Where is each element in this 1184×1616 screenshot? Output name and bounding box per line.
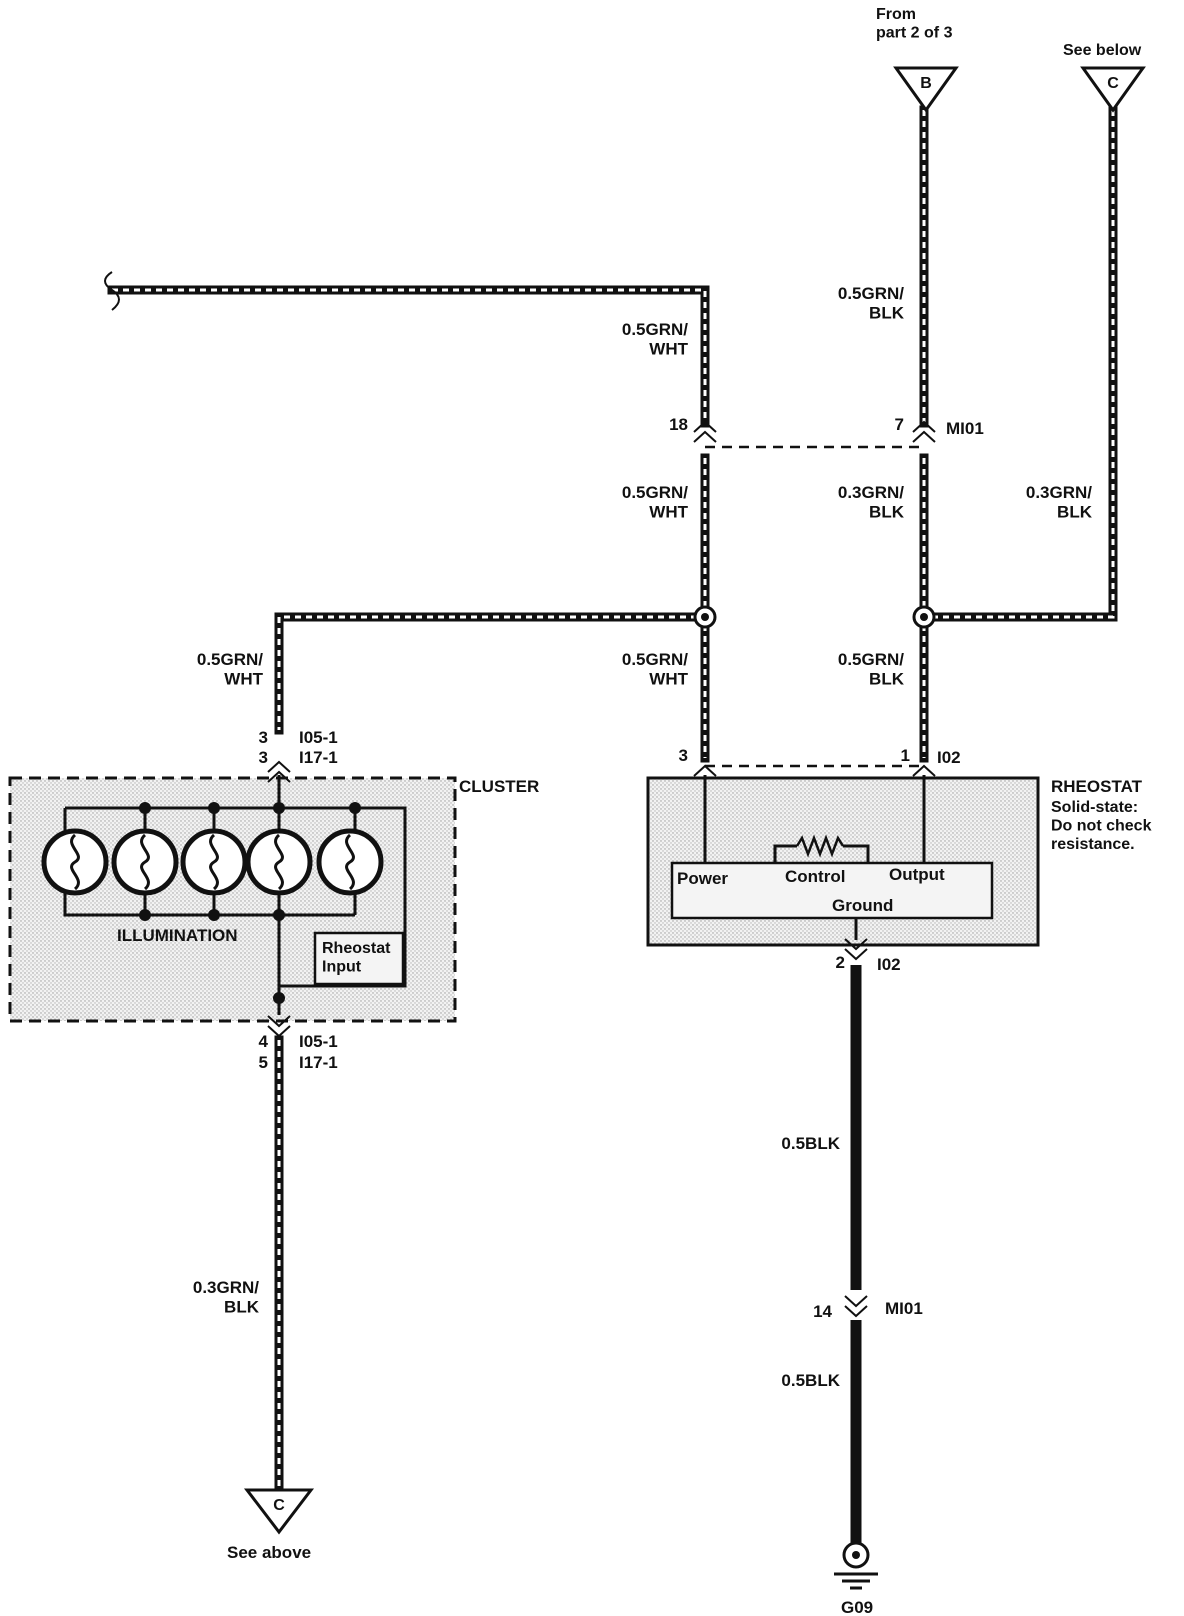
- connector-label-rheo-bottom: I02: [877, 955, 901, 974]
- pin-cluster-in-a: 3: [259, 728, 268, 747]
- connector-b-icon: B: [893, 66, 959, 113]
- pin-mi01-14: 14: [813, 1302, 832, 1321]
- connector-label-rheo-top: I02: [937, 748, 961, 767]
- splice-left-icon: [693, 605, 717, 629]
- cluster-illumination-label: ILLUMINATION: [117, 926, 238, 945]
- cluster-box: [8, 776, 457, 1023]
- wire-label-splice-left-to-rheostat: 0.5GRN/WHT: [622, 650, 689, 689]
- pin-cluster-out-a: 4: [259, 1032, 269, 1051]
- pin-mi01-7: 7: [895, 415, 904, 434]
- bulb-4-icon: [245, 828, 313, 896]
- wire-label-splice-left-to-cluster: 0.5GRN/WHT: [197, 650, 264, 689]
- bulb-1-icon: [41, 828, 109, 896]
- connector-c-bottom-note: See above: [227, 1543, 311, 1562]
- pin-cluster-out-b: 5: [259, 1053, 268, 1072]
- rheostat-input-box: [313, 931, 405, 986]
- bulb-5-icon: [316, 828, 384, 896]
- wire-label-splice-right-to-rheostat: 0.5GRN/BLK: [838, 650, 905, 689]
- rheostat-internals: [670, 775, 994, 940]
- connector-label-cluster-out-a: I05-1: [299, 1032, 338, 1051]
- rheostat-control-label: Control: [785, 867, 845, 886]
- wire-label-b-lower: 0.3GRN/BLK: [838, 483, 905, 522]
- illumination-bulbs: [41, 828, 384, 896]
- connector-cluster-out-icon: [267, 1015, 291, 1038]
- wire-label-b-upper: 0.5GRN/BLK: [838, 284, 905, 323]
- rheostat-output-label: Output: [889, 865, 945, 884]
- pin-cluster-in-b: 3: [259, 748, 268, 767]
- connector-label-mi01-bottom: MI01: [885, 1299, 923, 1318]
- pin-rheo-2: 2: [836, 953, 845, 972]
- rheostat-title: RHEOSTAT: [1051, 777, 1143, 796]
- connector-c-bottom-letter: C: [273, 1497, 285, 1514]
- wire-label-c-right: 0.3GRN/BLK: [1026, 483, 1093, 522]
- bulb-3-icon: [180, 828, 248, 896]
- splice-right-icon: [912, 605, 936, 629]
- pin-rheo-3: 3: [679, 746, 688, 765]
- wire-label-ground-lower: 0.5BLK: [781, 1371, 840, 1390]
- connector-c-top-letter: C: [1107, 75, 1119, 92]
- connector-cluster-in-icon: [267, 760, 291, 783]
- connector-rheo-2-icon: [844, 938, 868, 961]
- connector-b-letter: B: [920, 75, 932, 92]
- connector-rheo-3-icon: [693, 764, 717, 777]
- connector-mi01-14-icon: [844, 1295, 868, 1318]
- cluster-junction-dots: [139, 802, 361, 1004]
- ground-label: G09: [841, 1598, 873, 1616]
- wire-label-top-left-lower: 0.5GRN/WHT: [622, 483, 689, 522]
- connector-c-top-icon: C: [1080, 66, 1146, 113]
- connector-c-bottom-icon: C: [243, 1488, 315, 1535]
- ground-icon: [834, 1541, 878, 1590]
- rheostat-ground-label: Ground: [832, 896, 893, 915]
- connector-label-cluster-in-a: I05-1: [299, 728, 338, 747]
- pin-rheo-1: 1: [901, 746, 910, 765]
- connector-label-cluster-out-b: I17-1: [299, 1053, 338, 1072]
- connector-mi01-18-icon: [693, 420, 717, 443]
- wire-splice-left-to-cluster: [274, 612, 702, 735]
- wire-c-right: [927, 105, 1118, 622]
- wire-label-cluster-out: 0.3GRN/BLK: [193, 1278, 260, 1317]
- connector-mi01-7-icon: [912, 420, 936, 443]
- pin-mi01-18: 18: [669, 415, 688, 434]
- connector-c-top-note: See below: [1063, 42, 1142, 59]
- connector-label-cluster-in-b: I17-1: [299, 748, 338, 767]
- bulb-2-icon: [111, 828, 179, 896]
- wire-label-ground-upper: 0.5BLK: [781, 1134, 840, 1153]
- cluster-title: CLUSTER: [459, 777, 539, 796]
- wire-top-left: [104, 271, 710, 428]
- rheostat-power-label: Power: [677, 869, 728, 888]
- wire-label-top-left-upper: 0.5GRN/WHT: [622, 320, 689, 359]
- connector-label-mi01: MI01: [946, 419, 984, 438]
- connector-rheo-1-icon: [912, 764, 936, 777]
